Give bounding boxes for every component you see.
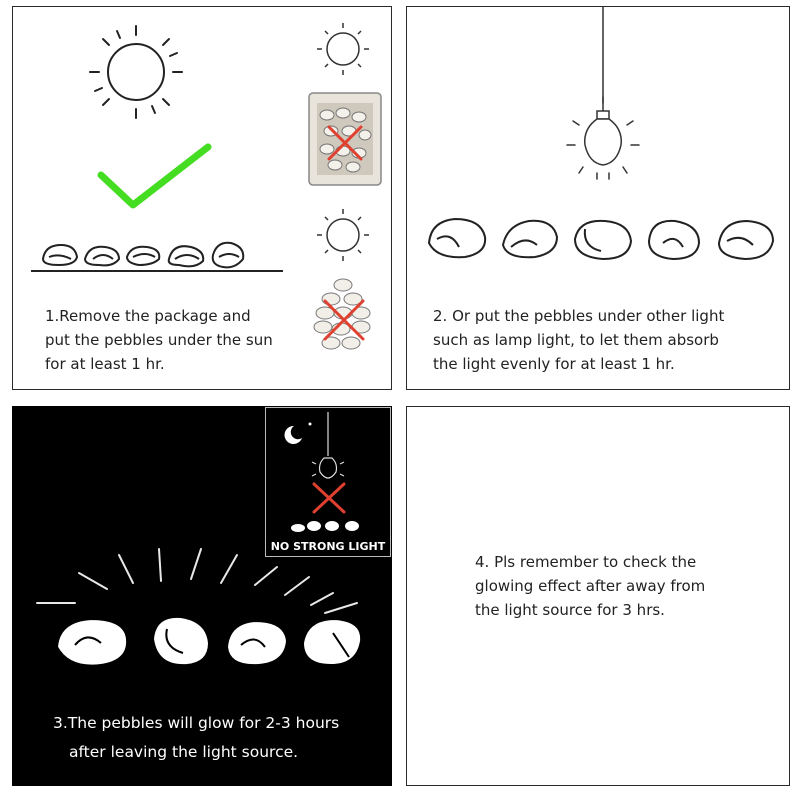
sun-small-icon xyxy=(317,23,369,75)
sun-small-icon-2 xyxy=(317,209,369,261)
step-2-panel: 2. Or put the pebbles under other light … xyxy=(406,6,790,390)
caption-line: for at least 1 hr. xyxy=(45,355,165,373)
step-2-illustration xyxy=(427,7,775,261)
pebbles-icon xyxy=(427,217,775,261)
package-icon xyxy=(308,92,382,186)
cross-icon xyxy=(327,125,363,161)
caption-line: such as lamp light, to let them absorb xyxy=(433,331,719,349)
step-3-illustration xyxy=(36,548,363,667)
sun-icon xyxy=(89,25,183,119)
small-pebbles-icon xyxy=(291,521,359,532)
lamp-icon xyxy=(311,412,345,479)
step-4-panel: 4. Pls remember to check the glowing eff… xyxy=(406,406,790,786)
inset-illustration xyxy=(284,412,359,532)
caption-line: 1.Remove the package and xyxy=(45,307,251,325)
step-2-caption: 2. Or put the pebbles under other light … xyxy=(433,304,724,376)
caption-line: after leaving the light source. xyxy=(69,743,299,761)
inset-label: NO STRONG LIGHT xyxy=(270,540,386,553)
caption-line: put the pebbles under the sun xyxy=(45,331,273,349)
step-3-caption: 3.The pebbles will glow for 2-3 hours af… xyxy=(53,709,339,767)
cross-icon xyxy=(312,482,346,514)
step-1-illustration xyxy=(31,23,382,350)
caption-line: glowing effect after away from xyxy=(475,577,706,595)
caption-line: the light source for 3 hrs. xyxy=(475,601,665,619)
no-strong-light-inset: NO STRONG LIGHT xyxy=(265,407,391,557)
step-3-panel: NO STRONG LIGHT 3.The pebbles will glow … xyxy=(12,406,392,786)
caption-line: the light evenly for at least 1 hr. xyxy=(433,355,675,373)
glow-rays-icon xyxy=(36,548,358,614)
step-1-panel: 1.Remove the package and put the pebbles… xyxy=(12,6,392,390)
caption-line: 3.The pebbles will glow for 2-3 hours xyxy=(53,714,340,732)
hanging-lamp-icon xyxy=(566,7,640,180)
moon-icon xyxy=(284,425,302,444)
glowing-pebbles-icon xyxy=(55,615,363,667)
step-1-caption: 1.Remove the package and put the pebbles… xyxy=(45,304,273,376)
check-icon xyxy=(97,143,212,209)
pebbles-icon xyxy=(41,241,245,269)
cross-icon-2 xyxy=(323,299,365,341)
step-4-caption: 4. Pls remember to check the glowing eff… xyxy=(475,550,705,622)
caption-line: 4. Pls remember to check the xyxy=(475,553,697,571)
caption-line: 2. Or put the pebbles under other light xyxy=(433,307,725,325)
